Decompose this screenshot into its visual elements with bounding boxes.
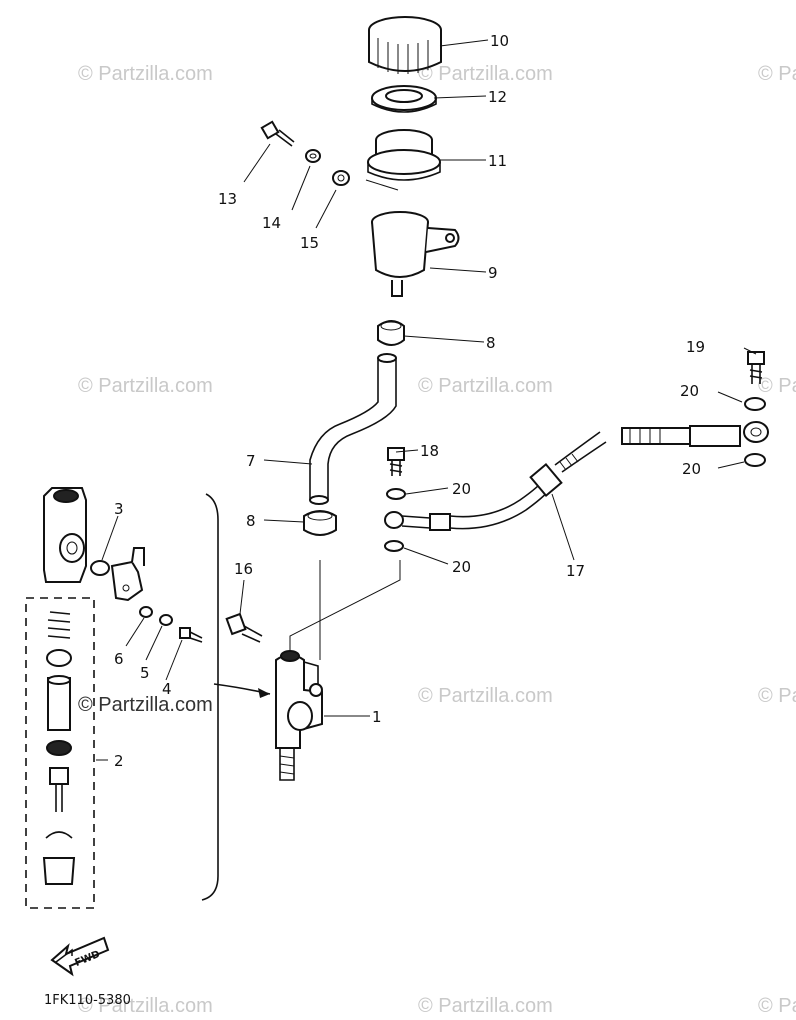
assembly-bracket [201, 493, 219, 901]
part-19-union-bolt[interactable] [747, 351, 765, 384]
callout-7: 7 [246, 452, 256, 470]
callout-9: 9 [488, 264, 498, 282]
part-16-bolt[interactable] [225, 612, 263, 643]
callout-labels: 10 12 11 9 8 7 8 13 14 15 18 20 20 17 19… [114, 32, 705, 770]
part-3-hose-joint[interactable] [110, 547, 145, 602]
callout-12: 12 [488, 88, 507, 106]
callout-5: 5 [140, 664, 150, 682]
callout-20-right-top: 20 [680, 382, 699, 400]
master-cylinder-body-exploded[interactable] [43, 487, 87, 583]
part-2-piston-kit[interactable] [25, 597, 95, 909]
callout-20-right-bottom: 20 [682, 460, 701, 478]
part-6-washer[interactable] [139, 606, 153, 618]
callout-8-lower: 8 [246, 512, 256, 530]
part-20-washer[interactable] [744, 397, 766, 411]
part-4-screw[interactable] [179, 627, 203, 643]
connector-lines [289, 179, 401, 660]
callout-13: 13 [218, 190, 237, 208]
leader-lines [96, 39, 757, 761]
part-1-master-cylinder[interactable] [275, 650, 323, 781]
watermark: © Partzilla.com [758, 685, 796, 707]
part-11-diaphragm[interactable] [367, 129, 441, 181]
part-20-washer[interactable] [744, 453, 766, 467]
callout-8-upper: 8 [486, 334, 496, 352]
part-12-plate[interactable] [371, 85, 437, 113]
part-20-washer[interactable] [386, 488, 406, 500]
watermark: © Partzilla.com [758, 995, 796, 1017]
callout-20-mid-bottom: 20 [452, 558, 471, 576]
callout-11: 11 [488, 152, 507, 170]
watermark-group: © Partzilla.com © Partzilla.com © Partzi… [78, 63, 796, 1017]
callout-14: 14 [262, 214, 281, 232]
watermark: © Partzilla.com [418, 995, 553, 1017]
callout-2: 2 [114, 752, 124, 770]
callout-19: 19 [686, 338, 705, 356]
callout-17: 17 [566, 562, 585, 580]
part-10-cap[interactable] [368, 16, 442, 74]
watermark: © Partzilla.com [758, 375, 796, 397]
callout-20-mid-top: 20 [452, 480, 471, 498]
part-3-oring[interactable] [90, 560, 110, 576]
part-9-reservoir[interactable] [371, 211, 460, 297]
watermark: © Partzilla.com [758, 63, 796, 85]
watermark: © Partzilla.com [78, 375, 213, 397]
part-15-washer[interactable] [332, 170, 350, 186]
fwd-direction-icon: FWD [50, 936, 110, 977]
watermark: © Partzilla.com [418, 685, 553, 707]
callout-3: 3 [114, 500, 124, 518]
callout-15: 15 [300, 234, 319, 252]
part-14-washer[interactable] [305, 149, 321, 163]
diagram-code: 1FK110-5380 [44, 993, 131, 1008]
part-8-clamp-upper[interactable] [377, 320, 405, 346]
part-17-banjo-end[interactable] [621, 421, 769, 447]
part-20-washer[interactable] [384, 540, 404, 552]
callout-4: 4 [162, 680, 172, 698]
callout-16: 16 [234, 560, 253, 578]
watermark-featured: © Partzilla.com [78, 694, 213, 716]
part-5-washer[interactable] [159, 614, 173, 626]
part-7-hose[interactable] [309, 353, 397, 505]
callout-18: 18 [420, 442, 439, 460]
part-13-bolt[interactable] [260, 120, 295, 147]
part-8-clamp-lower[interactable] [303, 510, 337, 536]
callout-1: 1 [372, 708, 382, 726]
assembly-arrow [213, 683, 271, 698]
callout-10: 10 [490, 32, 509, 50]
watermark: © Partzilla.com [78, 995, 213, 1017]
callout-6: 6 [114, 650, 124, 668]
watermark: © Partzilla.com [78, 63, 213, 85]
watermark: © Partzilla.com [418, 63, 553, 85]
part-18-union-bolt[interactable] [387, 447, 405, 476]
part-17-brake-hose[interactable] [384, 431, 607, 531]
watermark: © Partzilla.com [418, 375, 553, 397]
